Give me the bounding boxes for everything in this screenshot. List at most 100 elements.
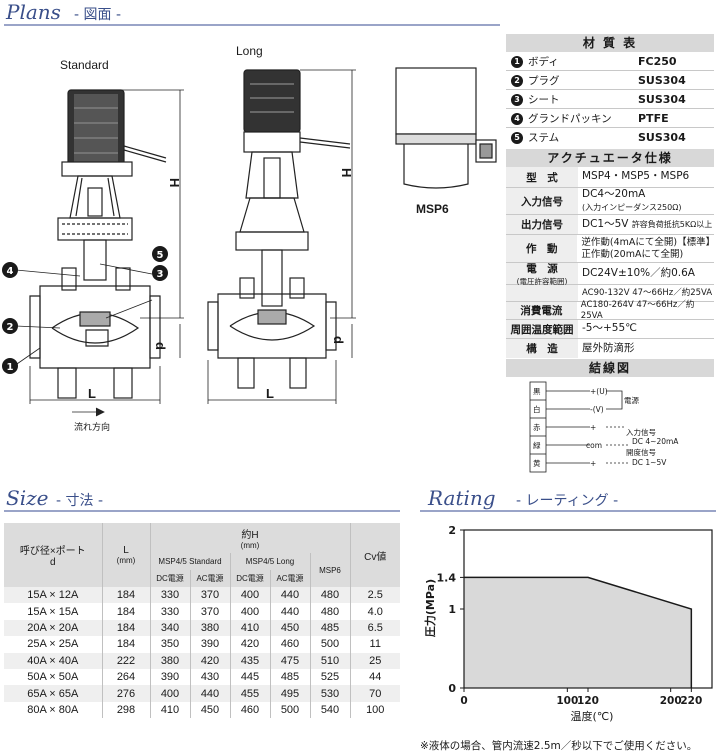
size-cell-cv: 25 bbox=[349, 652, 400, 669]
material-row: 4 グランドパッキン PTFE bbox=[506, 109, 714, 128]
wire-green: 緑 bbox=[533, 440, 541, 450]
rating-title: Rating bbox=[428, 486, 496, 510]
actuator-row-consumption: 消費電流 AC180-264V 47～66Hz／約25VA bbox=[506, 299, 714, 321]
dc-header: DC電源 bbox=[229, 570, 270, 587]
size-cell-cv: 44 bbox=[349, 668, 400, 686]
rating-line bbox=[464, 576, 693, 688]
size-col-header: 呼び径×ポート d bbox=[4, 523, 102, 587]
size-cell-cv: 70 bbox=[349, 685, 400, 702]
dimension-lines bbox=[29, 69, 356, 417]
rating-x-label: 温度(℃) bbox=[571, 709, 614, 723]
long-label: Long bbox=[236, 44, 263, 58]
material-value: SUS304 bbox=[638, 131, 686, 144]
material-value: FC250 bbox=[638, 54, 677, 68]
l-col-header: L (mm) bbox=[101, 523, 150, 587]
spec-panel: 材 質 表 1 ボディ FC250 2 プラグ SUS304 3 シート SUS… bbox=[506, 34, 716, 377]
callout-2: 2 bbox=[7, 322, 14, 333]
ac-header: AC電源 bbox=[189, 570, 230, 587]
material-part: プラグ bbox=[528, 74, 560, 87]
dim-l-long: L bbox=[266, 386, 274, 401]
actuator-key: 型 式 bbox=[506, 167, 578, 187]
y-tick-label: 1 bbox=[448, 603, 456, 616]
size-cell-l: 184 bbox=[101, 587, 150, 604]
h-col-header: 約H (mm) bbox=[149, 523, 350, 553]
size-cell-l: 184 bbox=[101, 636, 150, 653]
size-cell-cv: 4.0 bbox=[349, 603, 400, 620]
wire-red: 赤 bbox=[533, 423, 541, 432]
wire-yellow: 黄 bbox=[533, 458, 541, 468]
callout-4: 4 bbox=[7, 266, 14, 277]
plans-rule bbox=[4, 24, 500, 26]
size-cell-h: 420 bbox=[229, 636, 270, 653]
actuator-value: 逆作動(4mAにて全開)【標準】 bbox=[581, 236, 716, 248]
material-number: 2 bbox=[511, 74, 523, 87]
terminal-plus-2: + bbox=[590, 459, 596, 468]
size-cell-l: 264 bbox=[101, 668, 150, 686]
rating-area bbox=[464, 577, 692, 688]
material-value: SUS304 bbox=[638, 92, 686, 106]
size-cell-h: 370 bbox=[189, 603, 230, 620]
actuator-key: 作 動 bbox=[506, 235, 578, 262]
size-cell-h: 380 bbox=[189, 619, 230, 637]
actuator-key: 出力信号 bbox=[506, 215, 578, 234]
cv-col-header: Cv値 bbox=[349, 523, 400, 587]
plans-title: Plans bbox=[6, 0, 61, 24]
l-col-label: L bbox=[123, 545, 129, 556]
valve-drawing-svg: 4 2 1 5 3 H H d d L L 流れ方向 bbox=[2, 67, 497, 433]
material-row: 5 ステム SUS304 bbox=[506, 128, 714, 147]
y-tick-label: 1.4 bbox=[437, 571, 457, 584]
size-table: 呼び径×ポート d L (mm) 約H (mm) Cv値 MSP4/5 Stan… bbox=[4, 523, 400, 719]
size-cell-l: 184 bbox=[101, 603, 150, 620]
size-col-label-d: d bbox=[49, 557, 56, 568]
standard-label: Standard bbox=[60, 58, 109, 72]
size-cell-h: 430 bbox=[189, 668, 230, 686]
actuator-row-structure: 構 造 屋外防滴形 bbox=[506, 339, 714, 358]
callout-3-marker bbox=[152, 265, 168, 281]
actuator-key: 周囲温度範囲 bbox=[506, 320, 578, 338]
dim-l-standard: L bbox=[88, 386, 96, 401]
size-cell-h: 525 bbox=[309, 668, 350, 686]
x-tick-label: 100 bbox=[556, 695, 578, 707]
size-cell-h: 445 bbox=[229, 668, 270, 686]
size-cell-h: 420 bbox=[189, 652, 230, 669]
size-cell-size: 40A × 40A bbox=[4, 652, 102, 669]
size-cell-h: 475 bbox=[269, 652, 310, 669]
size-cell-h: 480 bbox=[309, 603, 350, 620]
callout-1-marker bbox=[2, 358, 18, 374]
size-cell-h: 410 bbox=[149, 701, 190, 719]
size-cell-h: 435 bbox=[229, 652, 270, 669]
input-signal-range: DC 4~20mA bbox=[632, 437, 679, 446]
valve-drawings: Standard Long MSP6 bbox=[0, 28, 500, 448]
actuator-value: AC180-264V 47～66Hz／約25VA bbox=[580, 299, 695, 321]
material-part: グランドパッキン bbox=[528, 112, 612, 125]
input-signal-label: 入力信号 bbox=[626, 427, 656, 437]
callout-5-marker bbox=[152, 246, 168, 262]
rating-note: ※液体の場合、管内流速2.5m／秒以下でご使用ください。 bbox=[420, 740, 698, 752]
actuator-row-action: 作 動 逆作動(4mAにて全開)【標準】正作動(20mAにて全開) bbox=[506, 235, 716, 263]
material-number: 5 bbox=[511, 132, 523, 144]
y-tick-label: 2 bbox=[448, 524, 456, 537]
power-label: 電源 bbox=[624, 396, 639, 405]
callout-2-marker bbox=[2, 318, 18, 334]
size-cell-h: 340 bbox=[149, 619, 190, 637]
actuator-row-power: 電 源(電圧許容範囲) DC24V±10%／約0.6A bbox=[506, 263, 714, 286]
actuator-title: アクチュエータ仕様 bbox=[506, 149, 714, 167]
material-part: ステム bbox=[528, 132, 560, 144]
wiring-diagram: 黒 白 赤 緑 黄 +(U) -(V) 電源 + com + 入力信号 DC 4… bbox=[506, 378, 714, 476]
wiring-svg: 黒 白 赤 緑 黄 +(U) -(V) 電源 + com + 入力信号 DC 4… bbox=[529, 381, 679, 473]
size-col-label: 呼び径×ポート bbox=[19, 546, 86, 557]
flow-direction-label: 流れ方向 bbox=[74, 421, 110, 433]
size-cell-h: 500 bbox=[269, 701, 310, 719]
size-cell-cv: 2.5 bbox=[349, 587, 400, 604]
actuator-value: AC90-132V 47～66Hz／約25VA bbox=[582, 287, 713, 298]
material-part: シート bbox=[528, 93, 560, 106]
size-cell-h: 440 bbox=[189, 685, 230, 702]
size-cell-h: 440 bbox=[269, 587, 310, 604]
material-row: 2 プラグ SUS304 bbox=[506, 71, 714, 90]
material-value: PTFE bbox=[638, 111, 669, 125]
